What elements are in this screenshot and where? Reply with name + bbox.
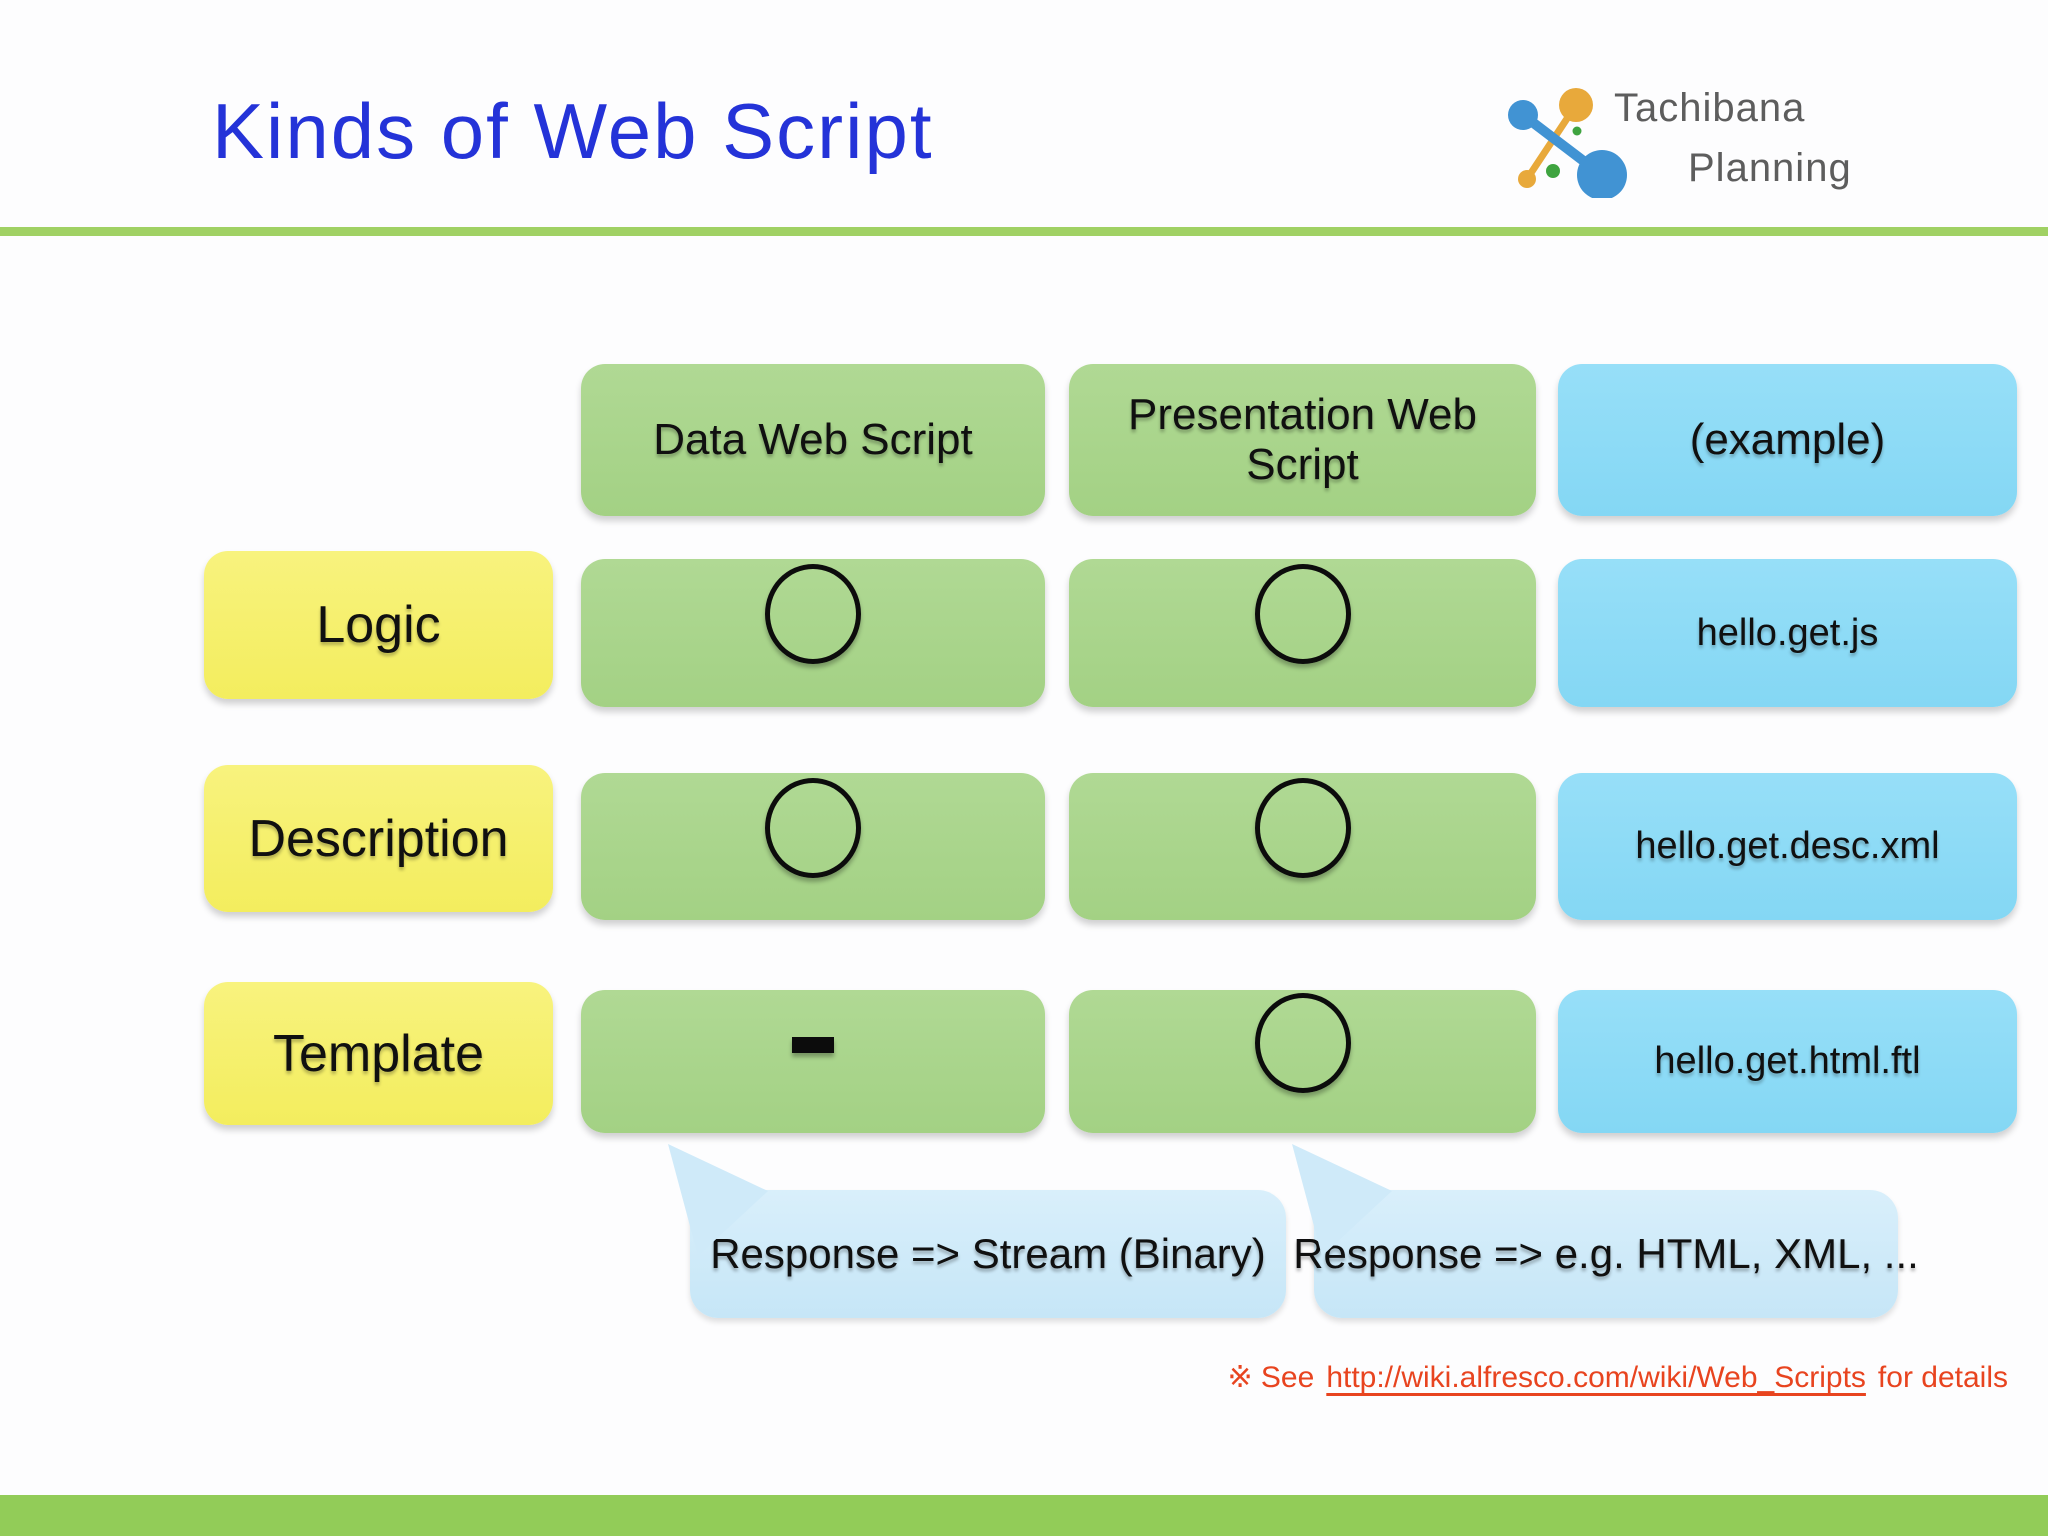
column-header-example: (example): [1558, 364, 2017, 516]
column-header-data-web-script: Data Web Script: [581, 364, 1045, 516]
row-label-template: Template: [204, 982, 553, 1125]
logo-mark-icon: [1508, 88, 1627, 198]
row-label-description: Description: [204, 765, 553, 912]
table-cell-template-data: [581, 990, 1045, 1133]
header-divider: [0, 227, 2048, 236]
logo-text: Tachibana Planning: [1614, 78, 1852, 198]
circle-mark: [765, 564, 861, 664]
logo-company-line2: Planning: [1688, 146, 1852, 190]
footnote: ※ See http://wiki.alfresco.com/wiki/Web_…: [1227, 1360, 2008, 1395]
callout-text: Response => e.g. HTML, XML, ...: [1293, 1230, 1919, 1277]
footnote-link[interactable]: http://wiki.alfresco.com/wiki/Web_Script…: [1326, 1361, 1866, 1394]
logo: Tachibana Planning: [1492, 78, 1852, 198]
dash-mark: [792, 1036, 834, 1053]
table-cell-description-example: hello.get.desc.xml: [1558, 773, 2017, 920]
logo-company-line1: Tachibana: [1614, 86, 1806, 130]
circle-mark: [1254, 777, 1351, 878]
footnote-marker: ※ See: [1227, 1361, 1315, 1394]
table-cell-logic-data: [581, 559, 1045, 707]
footer-bar: [0, 1495, 2048, 1536]
table-cell-logic-presentation: [1069, 559, 1536, 707]
table-cell-description-data: [581, 773, 1045, 920]
table-cell-description-presentation: [1069, 773, 1536, 920]
column-header-presentation-web-script: Presentation Web Script: [1069, 364, 1536, 516]
circle-mark: [1254, 564, 1351, 664]
table-cell-logic-example: hello.get.js: [1558, 559, 2017, 707]
callout-text: Response => Stream (Binary): [710, 1230, 1266, 1277]
circle-mark: [1254, 992, 1351, 1093]
circle-mark: [765, 777, 861, 878]
table-cell-template-example: hello.get.html.ftl: [1558, 990, 2017, 1133]
table-cell-template-presentation: [1069, 990, 1536, 1133]
footnote-suffix: for details: [1877, 1361, 2008, 1394]
page-title: Kinds of Web Script: [212, 87, 934, 175]
callout-html-xml: Response => e.g. HTML, XML, ...: [1292, 1144, 1919, 1318]
callout-stream-binary: Response => Stream (Binary): [668, 1144, 1286, 1318]
row-label-logic: Logic: [204, 551, 553, 699]
